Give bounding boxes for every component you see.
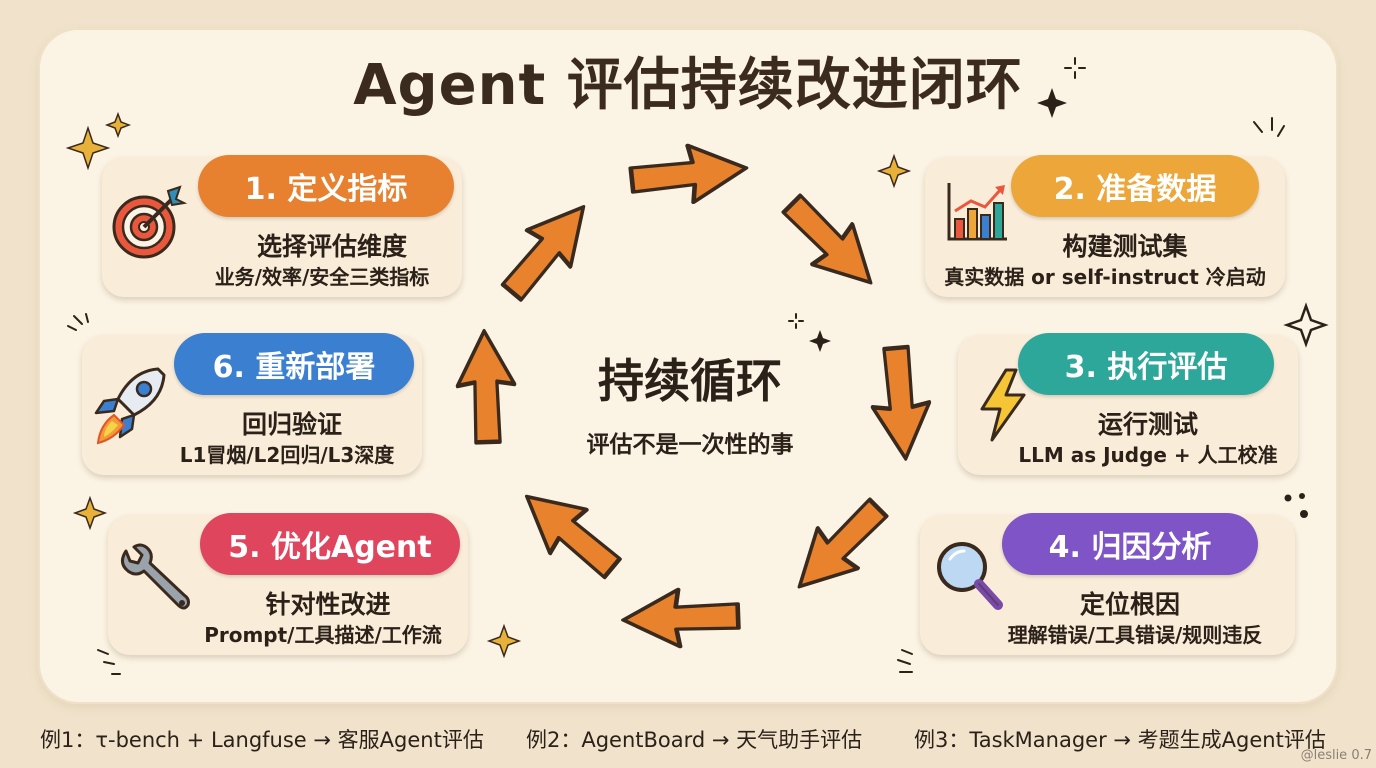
lightning-icon [980, 368, 1026, 442]
step-card-5: 5. 优化Agent 针对性改进 Prompt/工具描述/工作流 [108, 513, 468, 655]
target-icon [112, 185, 188, 259]
sparkle-group [65, 111, 912, 659]
step-subtitle-4: 定位根因 [1079, 590, 1180, 619]
cycle-arrow-6 [509, 475, 631, 590]
magnifier-icon [937, 542, 1003, 610]
step-desc-1: 业务/效率/安全三类指标 [214, 265, 430, 289]
example-2: 例2：AgentBoard → 天气助手评估 [526, 728, 863, 752]
step-label-3: 3. 执行评估 [1018, 333, 1274, 395]
step-subtitle-6: 回归验证 [241, 410, 342, 439]
cycle-arrow-1 [629, 140, 749, 209]
sparkle-icon [104, 111, 132, 139]
example-1: 例1：τ-bench + Langfuse → 客服Agent评估 [40, 728, 484, 752]
sparkle-icon [72, 495, 108, 531]
step-card-4: 4. 归因分析 定位根因 理解错误/工具错误/规则违反 [920, 513, 1295, 655]
rocket-icon [94, 367, 166, 445]
sparkle-icon [1037, 88, 1067, 118]
sparkle-icon [65, 125, 111, 171]
step-card-6: 6. 重新部署 回归验证 L1冒烟/L2回归/L3深度 [82, 333, 422, 475]
cycle-arrow-8 [490, 189, 605, 311]
step-desc-3: LLM as Judge + 人工校准 [1018, 443, 1278, 467]
cycle-arrow-5 [622, 587, 739, 648]
step-desc-2: 真实数据 or self-instruct 冷启动 [944, 265, 1266, 289]
cycle-arrow-4 [777, 485, 901, 609]
step-label-4: 4. 归因分析 [1002, 513, 1258, 575]
doodle-marks [67, 57, 1285, 675]
sparkle-icon [876, 153, 912, 189]
sparkle-icon [486, 623, 522, 659]
example-3: 例3：TaskManager → 考题生成Agent评估 [914, 728, 1326, 752]
step-subtitle-2: 构建测试集 [1062, 232, 1188, 261]
step-card-1: 1. 定义指标 选择评估维度 业务/效率/安全三类指标 [102, 155, 462, 297]
step-card-3: 3. 执行评估 运行测试 LLM as Judge + 人工校准 [958, 333, 1298, 475]
credit-watermark: @leslie 0.7 [1300, 748, 1372, 763]
sparkle-icon [1283, 302, 1329, 348]
step-label-6: 6. 重新部署 [174, 333, 414, 395]
step-subtitle-5: 针对性改进 [265, 590, 391, 619]
page-title: Agent 评估持续改进闭环 [353, 53, 1023, 118]
step-desc-5: Prompt/工具描述/工作流 [204, 623, 442, 647]
step-card-2: 2. 准备数据 构建测试集 真实数据 or self-instruct 冷启动 [925, 155, 1285, 297]
step-subtitle-1: 选择评估维度 [256, 232, 407, 261]
step-desc-6: L1冒烟/L2回归/L3深度 [179, 443, 395, 467]
center-title: 持续循环 [598, 354, 782, 408]
step-label-2: 2. 准备数据 [1011, 155, 1259, 217]
step-desc-4: 理解错误/工具错误/规则违反 [1007, 623, 1263, 647]
center-subtitle: 评估不是一次性的事 [586, 432, 794, 458]
sparkle-icon [809, 330, 831, 352]
wrench-icon [121, 543, 190, 610]
bar-chart-icon [947, 183, 1007, 241]
step-subtitle-3: 运行测试 [1097, 410, 1198, 439]
step-label-5: 5. 优化Agent [200, 513, 460, 575]
dot-marks [1284, 493, 1308, 518]
cycle-arrow-7 [456, 330, 517, 443]
cycle-arrow-3 [868, 346, 935, 462]
cycle-arrow-2 [769, 181, 893, 305]
step-label-1: 1. 定义指标 [198, 155, 454, 217]
